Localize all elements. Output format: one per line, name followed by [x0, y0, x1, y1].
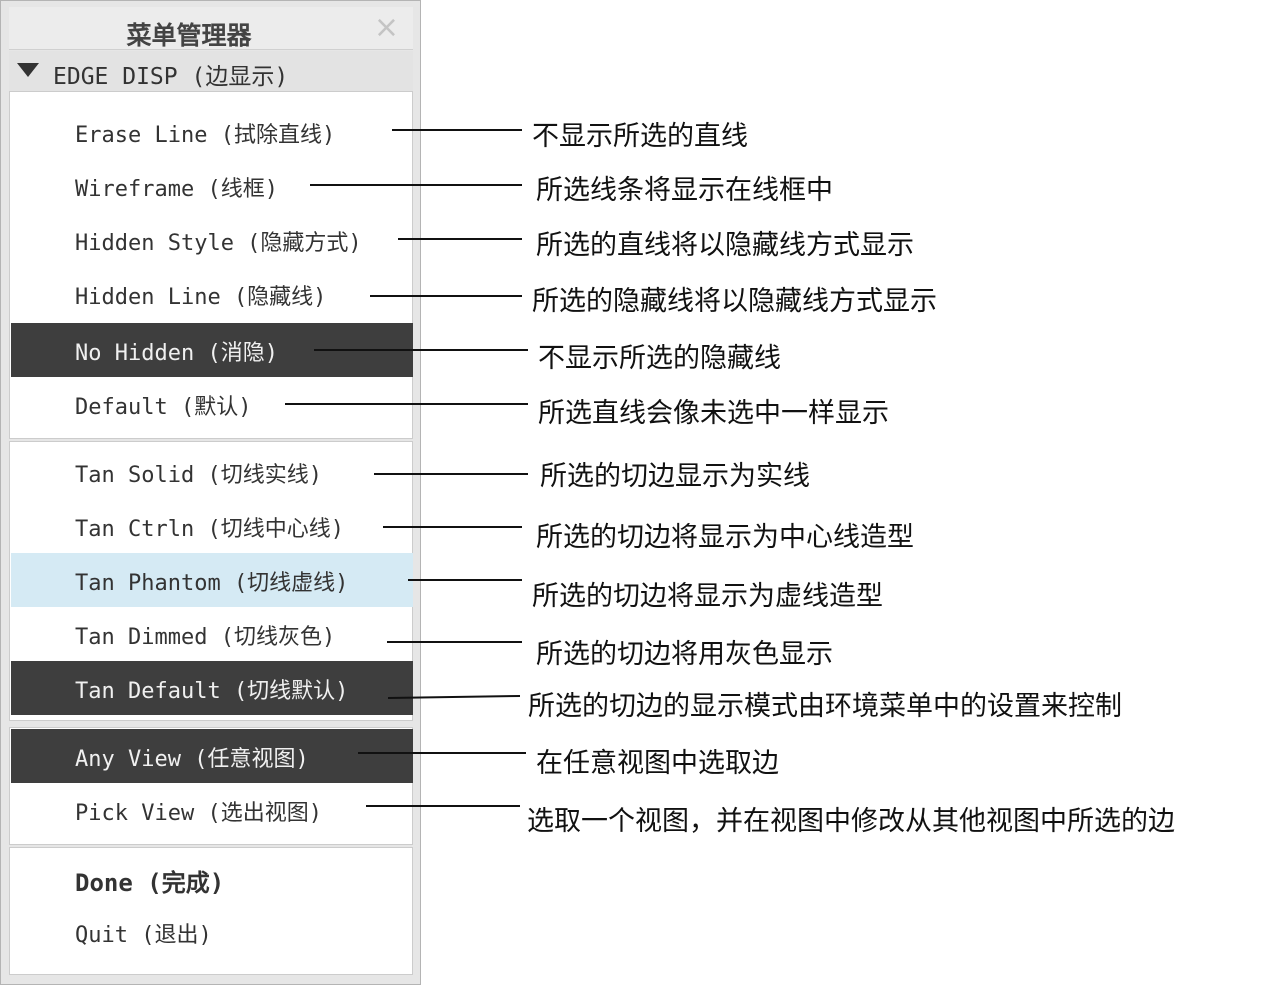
window-title: 菜单管理器	[126, 21, 252, 50]
description-tan-default: 所选的切边的显示模式由环境菜单中的设置来控制	[528, 691, 1122, 722]
menu-item-wireframe[interactable]: Wireframe (线框)	[11, 159, 413, 213]
close-icon[interactable]: ×	[373, 10, 399, 45]
menu-item-erase-line[interactable]: Erase Line (拭除直线)	[11, 105, 413, 159]
menu-item-label: Tan Default (切线默认)	[75, 679, 349, 704]
menu-group-edge-display	[9, 91, 413, 439]
menu-item-label: Done (完成)	[75, 869, 225, 897]
menu-item-tan-default[interactable]: Tan Default (切线默认)	[11, 661, 413, 715]
description-no-hidden: 不显示所选的隐藏线	[538, 343, 781, 374]
description-tan-solid: 所选的切边显示为实线	[540, 461, 810, 492]
menu-item-label: Tan Dimmed (切线灰色)	[75, 625, 336, 650]
menu-item-label: Tan Solid (切线实线)	[75, 463, 322, 488]
section-title: EDGE DISP (边显示)	[53, 64, 289, 90]
menu-item-hidden-style[interactable]: Hidden Style (隐藏方式)	[11, 213, 413, 267]
menu-manager-panel: 菜单管理器 × EDGE DISP (边显示) Erase Line (拭除直线…	[0, 0, 421, 985]
description-hidden-line: 所选的隐藏线将以隐藏线方式显示	[532, 286, 937, 317]
menu-item-no-hidden[interactable]: No Hidden (消隐)	[11, 323, 413, 377]
menu-item-tan-solid[interactable]: Tan Solid (切线实线)	[11, 445, 413, 499]
menu-item-hidden-line[interactable]: Hidden Line (隐藏线)	[11, 267, 413, 321]
title-bar: 菜单管理器 ×	[9, 7, 413, 50]
menu-item-label: Quit (退出)	[75, 923, 212, 948]
description-pick-view: 选取一个视图，并在视图中修改从其他视图中所选的边	[527, 806, 1175, 837]
description-tan-ctrln: 所选的切边将显示为中心线造型	[536, 522, 914, 553]
menu-group-actions	[9, 847, 413, 975]
description-hidden-style: 所选的直线将以隐藏线方式显示	[536, 230, 914, 261]
menu-item-any-view[interactable]: Any View (任意视图)	[11, 729, 413, 783]
description-any-view: 在任意视图中选取边	[536, 748, 779, 779]
menu-item-quit[interactable]: Quit (退出)	[11, 905, 413, 959]
menu-item-label: Any View (任意视图)	[75, 747, 309, 772]
description-default: 所选直线会像未选中一样显示	[538, 398, 889, 429]
menu-item-pick-view[interactable]: Pick View (选出视图)	[11, 783, 413, 837]
menu-item-done[interactable]: Done (完成)	[11, 851, 413, 905]
menu-item-tan-ctrln[interactable]: Tan Ctrln (切线中心线)	[11, 499, 413, 553]
menu-item-label: Tan Ctrln (切线中心线)	[75, 517, 344, 542]
menu-item-label: Hidden Line (隐藏线)	[75, 285, 327, 310]
menu-item-default[interactable]: Default (默认)	[11, 377, 413, 431]
menu-item-label: No Hidden (消隐)	[75, 341, 278, 366]
description-erase-line: 不显示所选的直线	[532, 121, 748, 152]
collapse-arrow-icon[interactable]	[17, 63, 39, 77]
menu-item-tan-dimmed[interactable]: Tan Dimmed (切线灰色)	[11, 607, 413, 661]
menu-item-label: Wireframe (线框)	[75, 177, 278, 202]
menu-item-label: Default (默认)	[75, 395, 252, 420]
menu-item-label: Tan Phantom (切线虚线)	[75, 571, 349, 596]
menu-item-tan-phantom[interactable]: Tan Phantom (切线虚线)	[11, 553, 413, 607]
description-wireframe: 所选线条将显示在线框中	[536, 175, 833, 206]
leader-line	[387, 695, 521, 699]
section-header-edge-disp[interactable]: EDGE DISP (边显示)	[9, 51, 413, 91]
description-tan-dimmed: 所选的切边将用灰色显示	[536, 639, 833, 670]
description-tan-phantom: 所选的切边将显示为虚线造型	[532, 581, 883, 612]
menu-item-label: Hidden Style (隐藏方式)	[75, 231, 362, 256]
menu-item-label: Erase Line (拭除直线)	[75, 123, 336, 148]
menu-item-label: Pick View (选出视图)	[75, 801, 322, 826]
